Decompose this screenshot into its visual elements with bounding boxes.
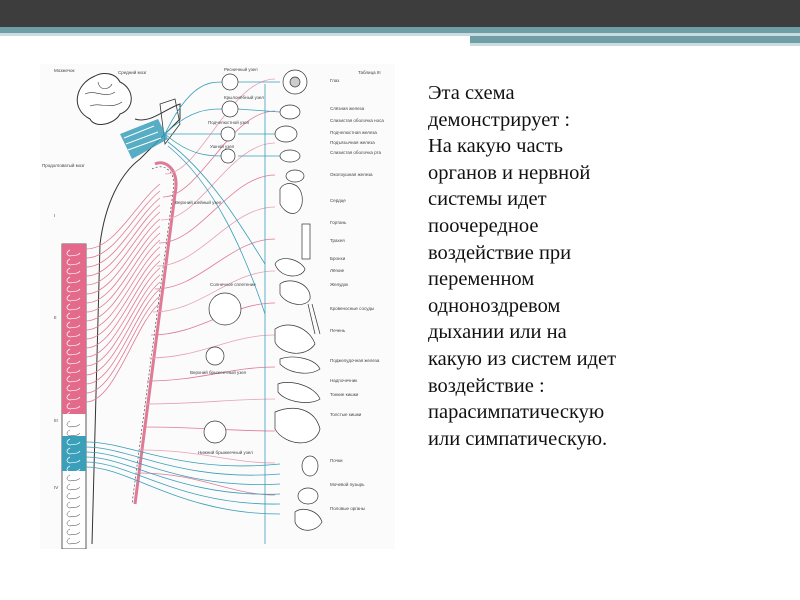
table-label: Таблица III bbox=[358, 70, 381, 75]
organ-label: Мочевой пузырь bbox=[330, 481, 365, 487]
organ-label: Желудок bbox=[330, 282, 348, 287]
organ-label: Подчелюстная железа bbox=[330, 130, 377, 135]
title-bar bbox=[0, 0, 800, 27]
left-label: Мозжечок bbox=[54, 68, 75, 73]
ganglion-label: Солнечное сплетение bbox=[210, 282, 256, 287]
organ-label: Толстые кишки bbox=[330, 412, 362, 417]
trachea-icon bbox=[301, 223, 311, 260]
organs bbox=[274, 69, 323, 531]
ganglion-label: Нижний брыжеечный узел bbox=[198, 449, 253, 455]
nervous-system-diagram: Таблица III Мозжечок Средний мозг Продол… bbox=[40, 64, 395, 550]
organ-label: Поджелудочная железа bbox=[330, 358, 380, 363]
decor-stripe bbox=[470, 43, 800, 46]
ganglion-label: Верхний брыжеечный узел bbox=[190, 369, 247, 375]
text-line: демонстрирует : bbox=[428, 108, 571, 131]
region-label: I bbox=[54, 213, 55, 218]
kidney-icon bbox=[301, 455, 319, 477]
heart-icon bbox=[279, 183, 303, 214]
liver-icon bbox=[274, 324, 316, 354]
ganglion-label: Ресничный узел bbox=[224, 66, 258, 72]
gland-icon bbox=[279, 104, 301, 120]
organ-label: Подъязычная железа bbox=[330, 140, 375, 145]
organ-label: Тонкие кишки bbox=[330, 392, 359, 397]
organ-label: Лёгкие bbox=[330, 268, 345, 273]
gland-icon bbox=[279, 149, 301, 163]
ganglion-label: Ушной узел bbox=[210, 143, 235, 149]
organ-label: Печень bbox=[330, 328, 346, 333]
decor-stripe bbox=[0, 27, 800, 33]
text-line: На какую часть bbox=[428, 135, 563, 158]
organ-label: Сердце bbox=[330, 198, 346, 203]
left-label: Средний мозг bbox=[118, 69, 147, 75]
organ-label: Почки bbox=[330, 458, 343, 463]
spinal-column bbox=[61, 243, 87, 550]
organ-label: Кровеносные сосуды bbox=[330, 306, 374, 311]
ganglion-label: Верхний шейный узел bbox=[175, 199, 222, 205]
organ-label: Слёзная железа bbox=[330, 106, 365, 111]
decor-stripe bbox=[0, 33, 800, 36]
genitals-icon bbox=[294, 508, 323, 531]
text-line: переменном bbox=[428, 268, 535, 291]
decor-stripe bbox=[470, 36, 800, 43]
text-line: воздействие при bbox=[428, 241, 572, 264]
description-text: Эта схема демонстрирует : На какую часть ор… bbox=[428, 80, 778, 452]
pancreas-icon bbox=[279, 356, 321, 374]
brain-icon bbox=[76, 73, 132, 125]
colon-icon bbox=[274, 408, 321, 444]
ganglion-label: Подчелюстной узел bbox=[208, 119, 250, 125]
brainstem-parasympathetic-nuclei bbox=[120, 119, 168, 159]
text-line: или симпатическую. bbox=[428, 427, 608, 450]
region-label: II bbox=[54, 315, 57, 320]
left-label: Продолговатый мозг bbox=[42, 162, 85, 168]
lung-icon bbox=[274, 258, 306, 277]
organ-label: Бронхи bbox=[330, 256, 346, 261]
text-line: парасимпатическую bbox=[428, 401, 605, 424]
bladder-icon bbox=[297, 487, 319, 505]
intestine-icon bbox=[277, 382, 321, 403]
text-line: органов и нервной bbox=[428, 161, 591, 184]
region-label: III bbox=[54, 418, 58, 423]
text-line: поочередное bbox=[428, 214, 539, 237]
ganglia bbox=[203, 73, 242, 444]
text-line: дыхании или на bbox=[428, 321, 567, 344]
organ-label: Глаз bbox=[330, 78, 339, 83]
organ-label: Трахея bbox=[330, 238, 345, 243]
organ-label: Слизистая оболочка рта bbox=[330, 150, 382, 155]
text-line: Эта схема bbox=[428, 82, 515, 104]
text-line: однонoздревом bbox=[428, 294, 561, 317]
diagram-svg: Таблица III Мозжечок Средний мозг Продол… bbox=[42, 66, 384, 550]
gland-icon bbox=[274, 125, 298, 143]
organ-label: Половые органы bbox=[330, 506, 365, 511]
region-label: IV bbox=[54, 485, 58, 490]
organ-label: Околоушная железа bbox=[330, 172, 373, 177]
text-line: какую из систем идет bbox=[428, 347, 617, 370]
gland-icon bbox=[285, 169, 305, 183]
organ-label: Гортань bbox=[330, 220, 347, 225]
stomach-icon bbox=[279, 280, 311, 305]
text-line: воздействие : bbox=[428, 374, 545, 397]
ganglion-label: Крылонёбный узел bbox=[224, 94, 264, 100]
organ-label: Надпочечник bbox=[330, 378, 357, 383]
organ-label: Слизистая оболочка носа bbox=[330, 118, 384, 123]
text-line: системы идет bbox=[428, 188, 547, 211]
